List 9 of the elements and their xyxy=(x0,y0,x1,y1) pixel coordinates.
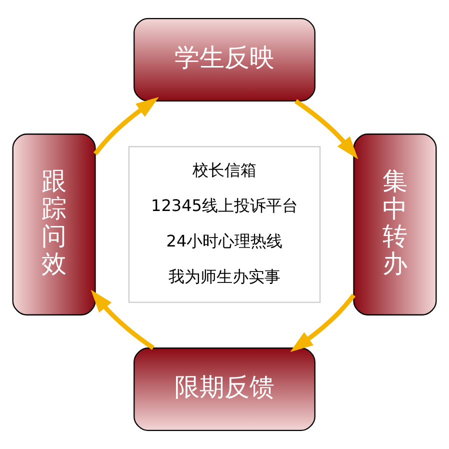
arrow xyxy=(290,294,356,352)
arrow xyxy=(93,97,159,156)
node-box: 学生反映 xyxy=(134,18,316,102)
node-box: 校长信箱 12345线上投诉平台 24小时心理热线 我为师生办实事 xyxy=(128,146,321,303)
arrow xyxy=(90,290,155,350)
node-box: 跟踪问效 xyxy=(12,134,96,316)
arrow xyxy=(294,99,358,160)
node-box: 集中转办 xyxy=(353,134,437,316)
node-box: 限期反馈 xyxy=(134,347,316,431)
